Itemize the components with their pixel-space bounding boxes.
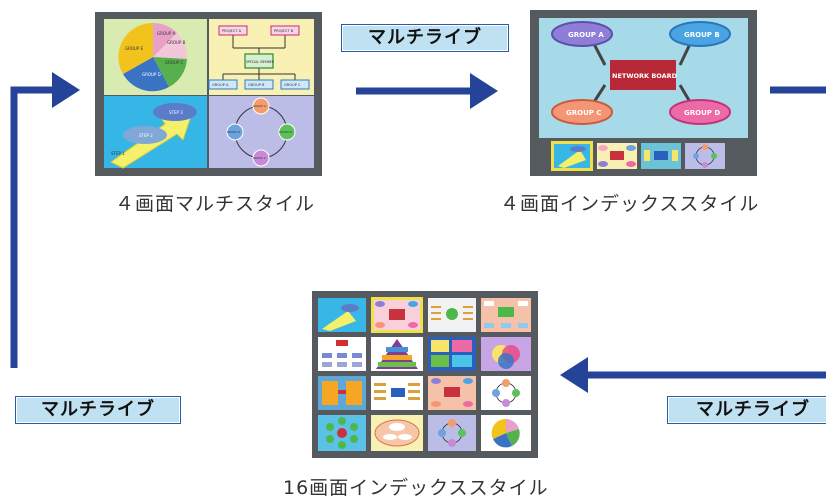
pie-label-e: GROUP E [125, 46, 144, 51]
org-project-b: PROJECT B [274, 29, 294, 33]
top-arrow-head [470, 73, 498, 109]
org-project-a: PROJECT A [222, 29, 242, 33]
cycle-b: GROUP B [279, 130, 292, 134]
network-group-d: GROUP D [684, 109, 720, 117]
multilive-tag-left: マルチライブ [15, 396, 181, 424]
network-links [592, 43, 692, 103]
pie-label-c: GROUP C [165, 60, 184, 65]
cycle-d: GROUP D [227, 130, 240, 134]
caption-sixteen-index: 16画面インデックススタイル [283, 477, 549, 499]
pie-chart [118, 22, 188, 92]
sixteen-index-panel [312, 291, 538, 458]
org-group-a: GROUP A [212, 83, 229, 87]
caption-four-index: ４画面インデックススタイル [500, 193, 760, 215]
org-chart [222, 34, 296, 80]
network-center: NETWORK BOARD [612, 72, 678, 80]
sixteen-index-screen [318, 297, 531, 451]
step-3: STEP 3 [169, 110, 183, 115]
multilive-tag-top: マルチライブ [341, 24, 509, 52]
loop-arrow-head [52, 72, 80, 108]
loop-arrow-line [10, 86, 60, 368]
step-1: STEP 1 [111, 151, 125, 156]
pie-label-d: GROUP D [142, 72, 161, 77]
four-index-screen: GROUP A GROUP B GROUP C GROUP D NETWORK … [539, 18, 748, 171]
pie-label-a: GROUP A [157, 31, 176, 36]
bottom-arrow-head [560, 357, 588, 393]
org-group-c: GROUP C [284, 83, 301, 87]
multilive-tag-right: マルチライブ [667, 396, 826, 424]
network-group-a: GROUP A [568, 31, 604, 39]
step-2: STEP 2 [139, 133, 153, 138]
four-multi-panel: GROUP A GROUP B GROUP C GROUP D GROUP E … [95, 12, 322, 176]
org-group-b: GROUP B [248, 83, 265, 87]
four-multi-screen: GROUP A GROUP B GROUP C GROUP D GROUP E … [104, 19, 314, 169]
network-group-c: GROUP C [566, 109, 601, 117]
caption-four-multi: ４画面マルチスタイル [115, 193, 316, 215]
cycle-a: GROUP A [253, 104, 266, 108]
four-index-panel: GROUP A GROUP B GROUP C GROUP D NETWORK … [530, 10, 757, 176]
network-group-b: GROUP B [684, 31, 720, 39]
pie-label-b: GROUP B [167, 40, 186, 45]
cycle-c: GROUP C [253, 156, 266, 160]
org-center: SPECIAL MEMBER [246, 60, 275, 64]
